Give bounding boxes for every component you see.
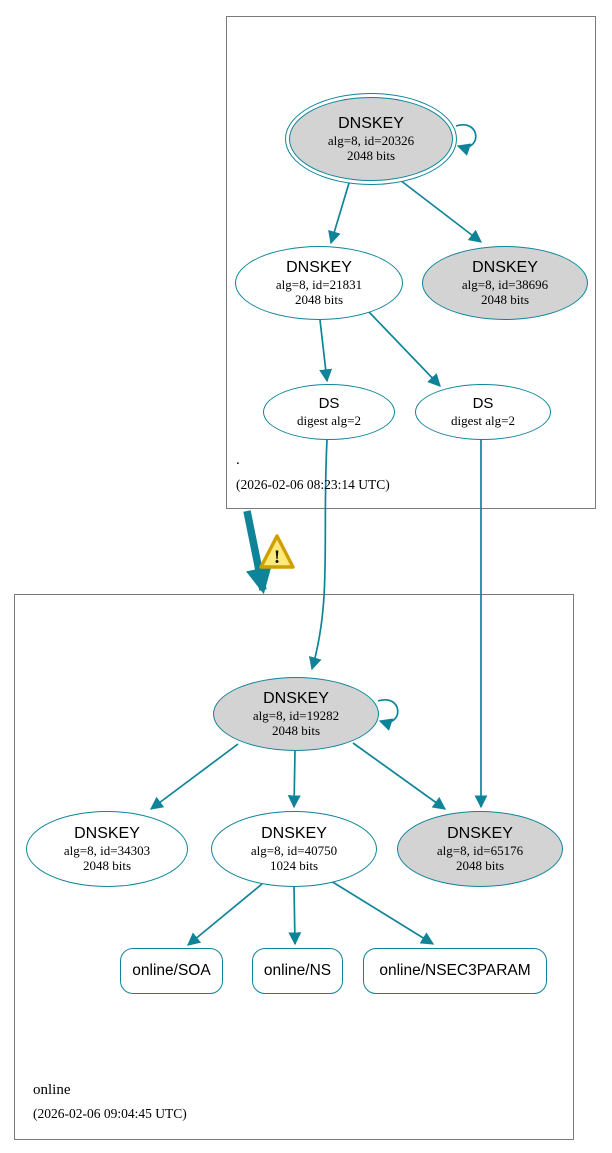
dnskey-node-65176[interactable]: DNSKEY alg=8, id=65176 2048 bits — [397, 811, 563, 887]
node-detail-bits: 2048 bits — [455, 857, 505, 873]
rrset-label: online/NSEC3PARAM — [379, 962, 531, 979]
rrset-label: online/SOA — [132, 962, 211, 979]
cluster-root-zone — [226, 16, 596, 509]
node-title: DNSKEY — [263, 689, 329, 707]
warning-glyph: ! — [274, 547, 280, 568]
node-title: DNSKEY — [74, 824, 140, 842]
node-title: DS — [472, 394, 494, 412]
ds-node-right[interactable]: DS digest alg=2 — [415, 384, 551, 440]
node-detail-alg-id: alg=8, id=21831 — [275, 276, 363, 292]
node-detail-bits: 2048 bits — [271, 722, 321, 738]
node-detail-bits: 2048 bits — [480, 291, 530, 307]
node-detail-bits: 2048 bits — [346, 147, 396, 163]
dnskey-node-20326-inner: DNSKEY alg=8, id=20326 2048 bits — [289, 97, 453, 181]
node-detail-alg-id: alg=8, id=40750 — [250, 842, 338, 858]
node-detail-bits: 2048 bits — [82, 857, 132, 873]
online-zone-timestamp: (2026-02-06 09:04:45 UTC) — [33, 1106, 187, 1121]
node-title: DNSKEY — [286, 258, 352, 276]
node-detail-alg-id: alg=8, id=34303 — [63, 842, 151, 858]
ds-node-left[interactable]: DS digest alg=2 — [263, 384, 395, 440]
rrset-label: online/NS — [263, 962, 332, 979]
cluster-online-zone — [14, 594, 574, 1140]
rrset-node-online-nsec3param[interactable]: online/NSEC3PARAM — [363, 948, 547, 994]
node-detail-alg-id: alg=8, id=65176 — [436, 842, 524, 858]
online-zone-label: online — [33, 1082, 71, 1098]
node-title: DNSKEY — [472, 258, 538, 276]
dnskey-node-38696[interactable]: DNSKEY alg=8, id=38696 2048 bits — [422, 246, 588, 320]
edge-root-to-online-delegation — [243, 510, 272, 595]
node-detail-alg-id: alg=8, id=38696 — [461, 276, 549, 292]
dnskey-node-19282-ksk[interactable]: DNSKEY alg=8, id=19282 2048 bits — [213, 677, 379, 751]
node-title: DNSKEY — [338, 114, 404, 132]
rrset-node-online-soa[interactable]: online/SOA — [120, 948, 223, 994]
node-title: DS — [318, 394, 340, 412]
node-detail-digest: digest alg=2 — [296, 412, 362, 428]
node-title: DNSKEY — [261, 824, 327, 842]
node-title: DNSKEY — [447, 824, 513, 842]
warning-triangle — [259, 534, 295, 569]
dnskey-node-34303[interactable]: DNSKEY alg=8, id=34303 2048 bits — [26, 811, 188, 887]
node-detail-bits: 1024 bits — [269, 857, 319, 873]
dnskey-node-40750[interactable]: DNSKEY alg=8, id=40750 1024 bits — [211, 811, 377, 887]
node-detail-bits: 2048 bits — [294, 291, 344, 307]
node-detail-digest: digest alg=2 — [450, 412, 516, 428]
warning-icon: ! — [259, 534, 295, 569]
dnskey-node-21831[interactable]: DNSKEY alg=8, id=21831 2048 bits — [235, 246, 403, 320]
root-zone-label: . — [236, 452, 240, 468]
node-detail-alg-id: alg=8, id=19282 — [252, 707, 340, 723]
node-detail-alg-id: alg=8, id=20326 — [327, 132, 415, 148]
rrset-node-online-ns[interactable]: online/NS — [252, 948, 343, 994]
root-zone-timestamp: (2026-02-06 08:23:14 UTC) — [236, 477, 390, 492]
dnskey-node-20326-ksk[interactable]: DNSKEY alg=8, id=20326 2048 bits — [285, 93, 457, 185]
